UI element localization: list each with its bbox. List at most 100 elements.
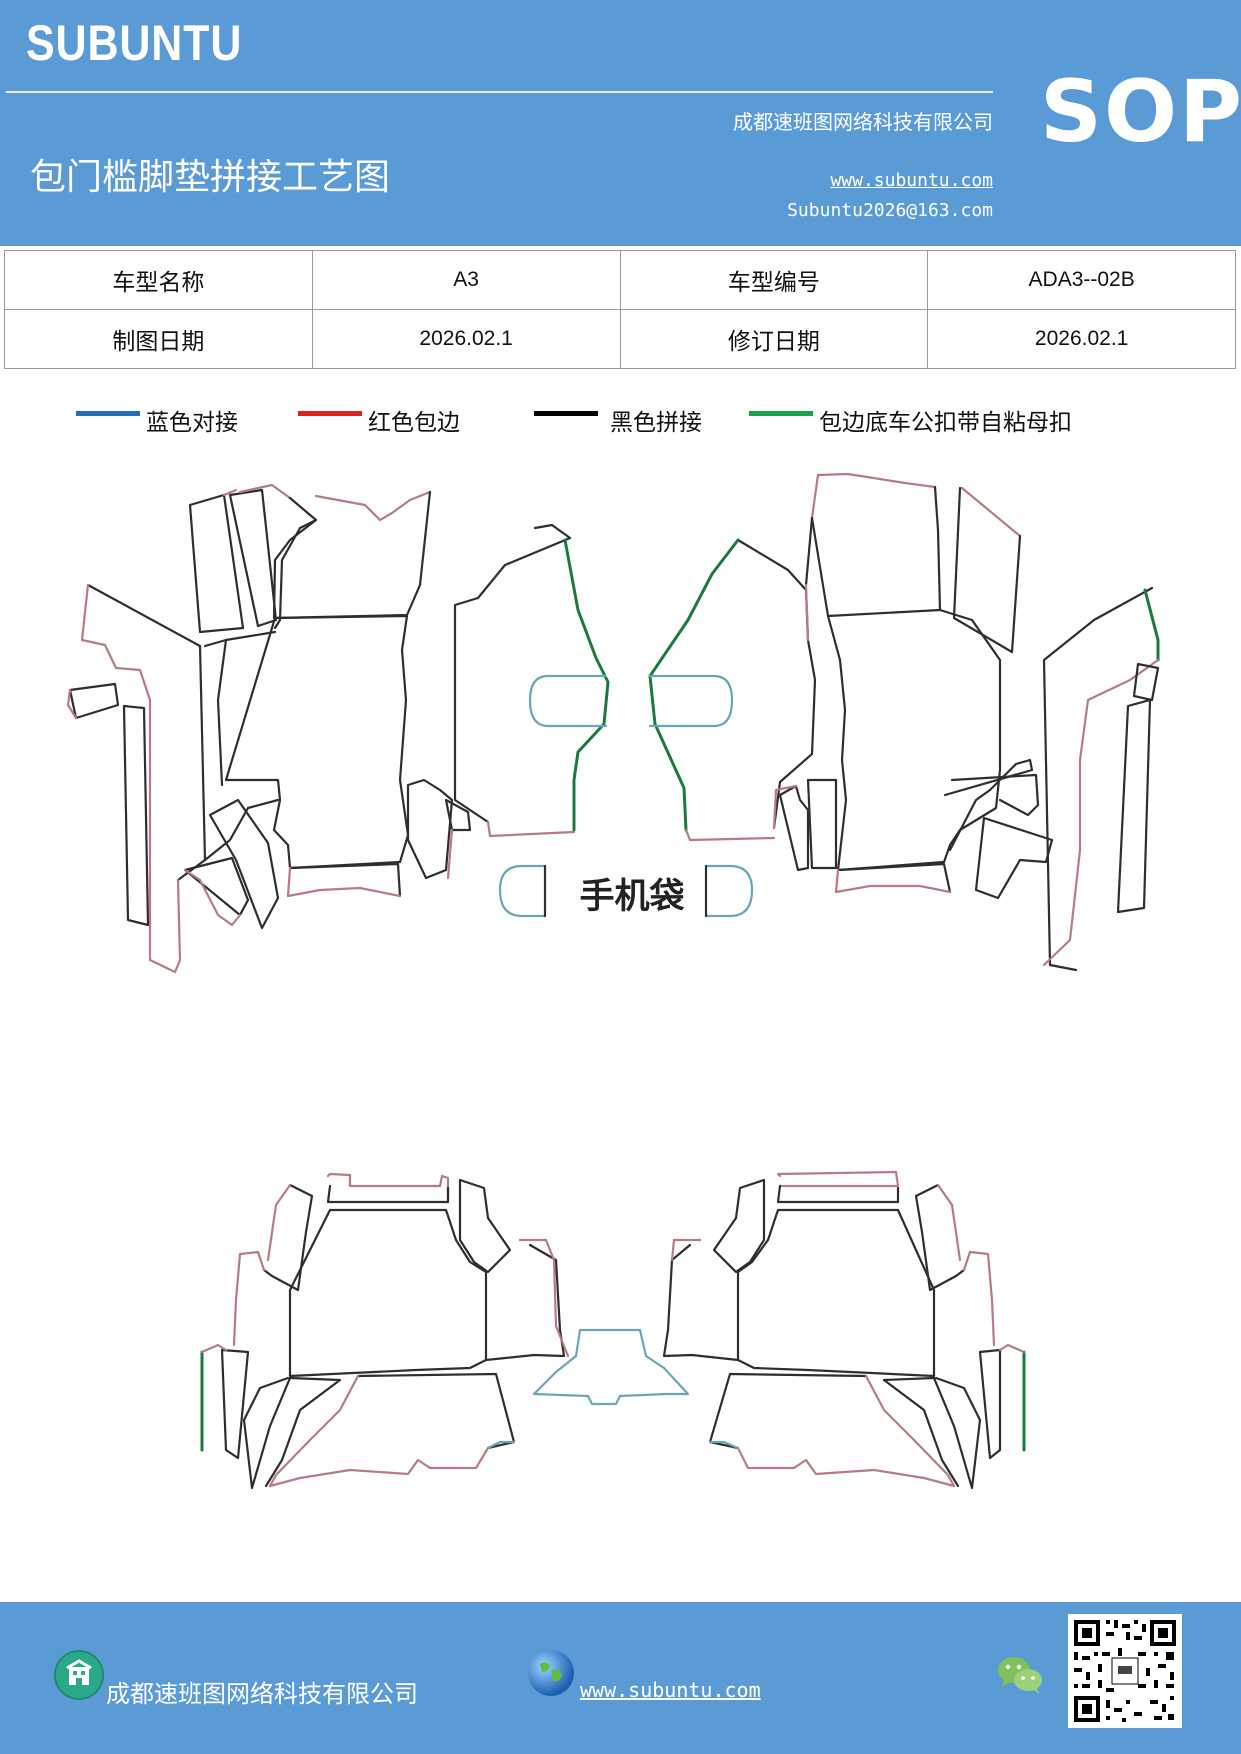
footer-banner: 成都速班图网络科技有限公司 www.subuntu.com <box>0 1602 1241 1754</box>
contour-line <box>810 472 937 520</box>
contour-line <box>216 638 228 787</box>
legend-swatch-blue <box>76 410 140 416</box>
contour-line <box>446 828 454 880</box>
contour-line <box>532 1328 690 1406</box>
contour-line <box>704 864 754 918</box>
door-sill-front-right <box>772 472 1160 972</box>
header-divider <box>6 91 993 93</box>
contour-line <box>188 493 245 634</box>
door-sill-front-left <box>66 483 472 974</box>
contour-line <box>998 1343 1026 1354</box>
contour-line <box>670 1238 702 1262</box>
contour-line <box>932 1376 982 1490</box>
contour-line <box>936 1183 962 1262</box>
legend-item-red: 红色包边 <box>298 402 460 438</box>
contour-line <box>974 816 1054 900</box>
center-left-piece <box>453 523 610 838</box>
contour-line <box>203 638 228 648</box>
contour-line <box>736 1374 956 1488</box>
contour-line <box>806 778 838 870</box>
contour-line <box>183 868 242 927</box>
legend-item-green: 包边底车公扣带自粘母扣 <box>749 402 1072 438</box>
website-link[interactable]: www.subuntu.com <box>830 170 993 191</box>
contour-line <box>68 682 120 720</box>
table-row: 车型名称 A3 车型编号 ADA3--02B <box>4 250 1236 310</box>
contour-line <box>272 490 432 620</box>
legend-swatch-green <box>749 410 813 416</box>
brand-logo: SUBUNTU <box>26 15 243 71</box>
contour-line <box>238 483 292 500</box>
contour-line <box>458 1178 512 1274</box>
contour-line <box>224 630 277 642</box>
contour-line <box>834 868 952 894</box>
company-name: 成都速班图网络科技有限公司 <box>733 110 993 134</box>
contour-line <box>326 1184 450 1204</box>
contour-line <box>943 758 1034 852</box>
contour-line <box>486 1440 516 1450</box>
legend-label: 黑色拼接 <box>610 410 702 436</box>
qr-code-icon[interactable] <box>1068 1614 1182 1728</box>
door-sill-rear-right <box>662 1170 1026 1490</box>
contour-line <box>838 862 952 894</box>
contour-line <box>533 523 572 540</box>
contour-line <box>648 538 740 832</box>
contour-line <box>736 1208 936 1378</box>
contour-line <box>1132 662 1160 702</box>
door-sill-rear-left <box>200 1172 570 1490</box>
sop-badge: SOP <box>1040 62 1241 162</box>
contour-line <box>684 828 776 842</box>
revise-date-value: 2026.02.1 <box>927 309 1236 369</box>
contour-line <box>220 1348 250 1460</box>
contour-line <box>960 486 1022 538</box>
contour-line <box>242 1376 292 1490</box>
contour-line <box>776 1170 900 1188</box>
floor-mat-diagram: 手机袋 <box>66 472 1160 1490</box>
contour-line <box>232 1250 266 1347</box>
contour-line <box>453 536 572 824</box>
contour-line <box>736 538 817 830</box>
contour-line <box>826 608 1002 872</box>
contour-line <box>952 486 1022 654</box>
contour-line <box>1042 586 1154 972</box>
contour-line <box>528 674 608 728</box>
contour-line <box>444 798 472 832</box>
draw-date-label: 制图日期 <box>4 309 313 369</box>
building-icon <box>54 1650 104 1700</box>
legend-item-blue: 蓝色对接 <box>76 402 238 438</box>
contour-line <box>122 704 150 927</box>
legend-swatch-black <box>534 410 598 416</box>
contour-line <box>286 866 402 898</box>
contour-line <box>66 688 78 720</box>
contour-line <box>200 1343 228 1354</box>
contour-line <box>563 538 610 832</box>
contour-line <box>776 1184 900 1204</box>
contour-line <box>648 674 734 728</box>
contour-line <box>486 820 576 838</box>
contour-line <box>86 583 207 882</box>
rear-tunnel-piece <box>532 1328 690 1406</box>
contour-line <box>326 1172 450 1204</box>
contour-line <box>498 864 547 918</box>
contour-line <box>1143 588 1160 662</box>
contour-line <box>80 583 182 974</box>
phone-bag-label: 手机袋 <box>579 877 684 917</box>
contour-line <box>708 1372 868 1450</box>
legend-label: 包边底车公扣带自粘母扣 <box>819 410 1072 436</box>
contour-line <box>712 1178 766 1274</box>
contour-line <box>222 488 238 497</box>
model-code-label: 车型编号 <box>619 250 929 310</box>
contour-line <box>778 784 810 872</box>
table-row: 制图日期 2026.02.1 修订日期 2026.02.1 <box>4 309 1236 369</box>
contour-line <box>183 856 250 917</box>
contour-line <box>224 614 410 870</box>
model-code-value: ADA3--02B <box>927 250 1236 310</box>
model-name-value: A3 <box>311 250 621 310</box>
contour-line <box>662 1243 740 1362</box>
info-table: 车型名称 A3 车型编号 ADA3--02B 制图日期 2026.02.1 修订… <box>4 250 1236 369</box>
legend-item-black: 黑色拼接 <box>534 402 702 438</box>
contour-line <box>914 1183 966 1292</box>
footer-website-link[interactable]: www.subuntu.com <box>580 1678 761 1702</box>
contour-line <box>882 1376 960 1488</box>
contour-line <box>246 798 280 810</box>
wechat-icon[interactable] <box>996 1654 1044 1696</box>
